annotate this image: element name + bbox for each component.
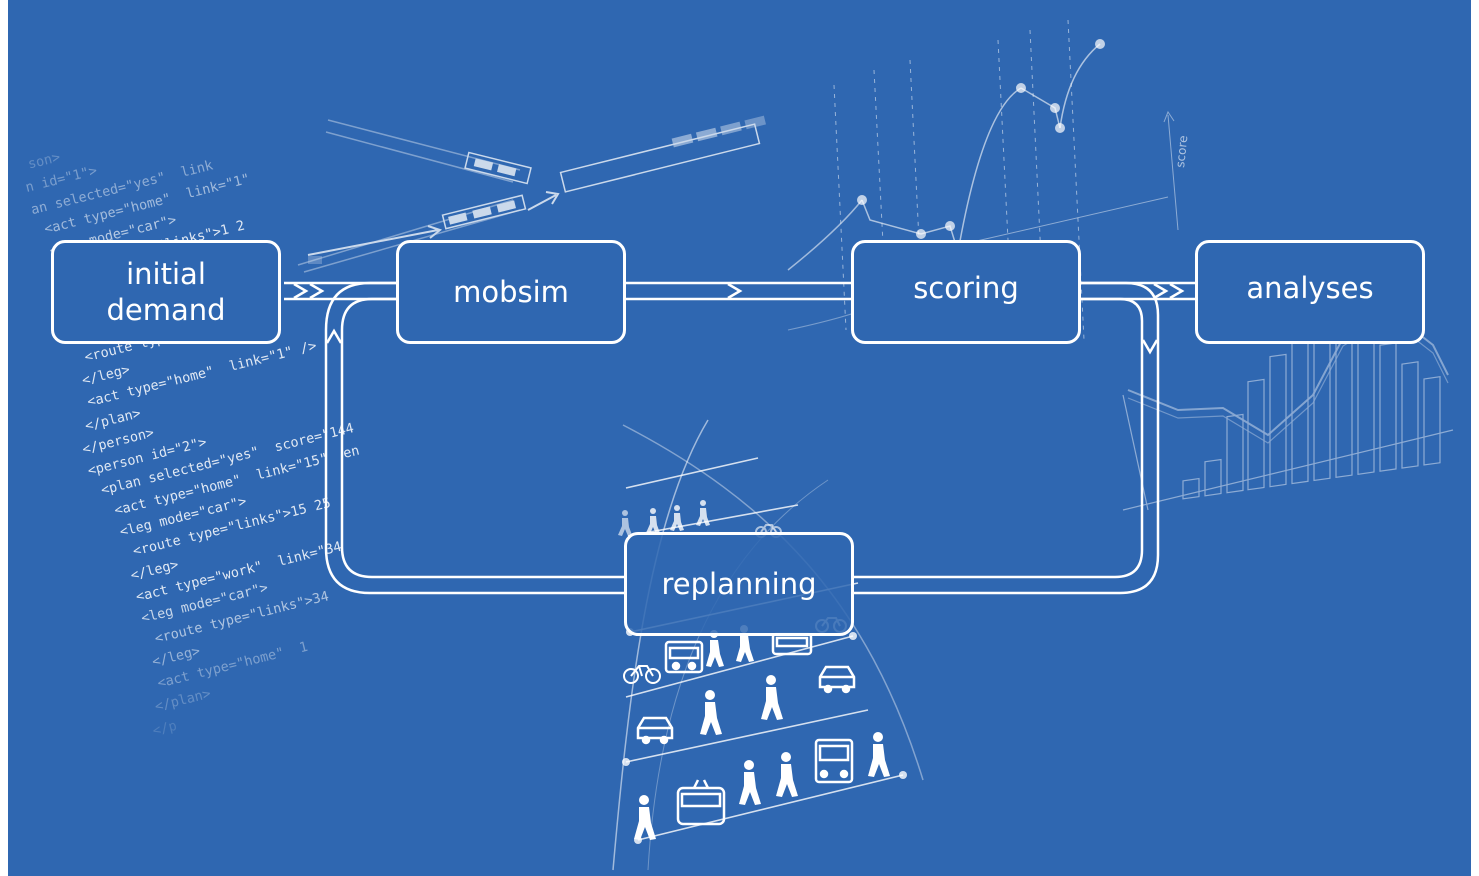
step-replanning-label: replanning (661, 567, 817, 601)
step-initial-demand-line-1: initial (126, 257, 206, 291)
step-initial-demand[interactable]: initial demand (51, 240, 281, 344)
step-mobsim-label: mobsim (453, 275, 569, 309)
step-analyses[interactable]: analyses (1195, 240, 1425, 344)
process-loop (284, 281, 1196, 595)
step-mobsim[interactable]: mobsim (396, 240, 626, 344)
diagram-artwork: score (284, 19, 1454, 871)
analyses-bar-chart-illustration (1122, 308, 1454, 511)
plot-axis-label: score (1173, 135, 1190, 169)
step-replanning[interactable]: replanning (624, 532, 854, 636)
vehicle-illustration (297, 115, 767, 273)
step-analyses-label: analyses (1246, 271, 1374, 305)
step-scoring[interactable]: scoring (851, 240, 1081, 344)
replanning-illustration (612, 419, 924, 871)
diagram-canvas: son> n id="1"> an selected="yes" link <a… (8, 0, 1471, 876)
step-scoring-label: scoring (913, 271, 1019, 305)
step-initial-demand-line-2: demand (106, 293, 226, 327)
